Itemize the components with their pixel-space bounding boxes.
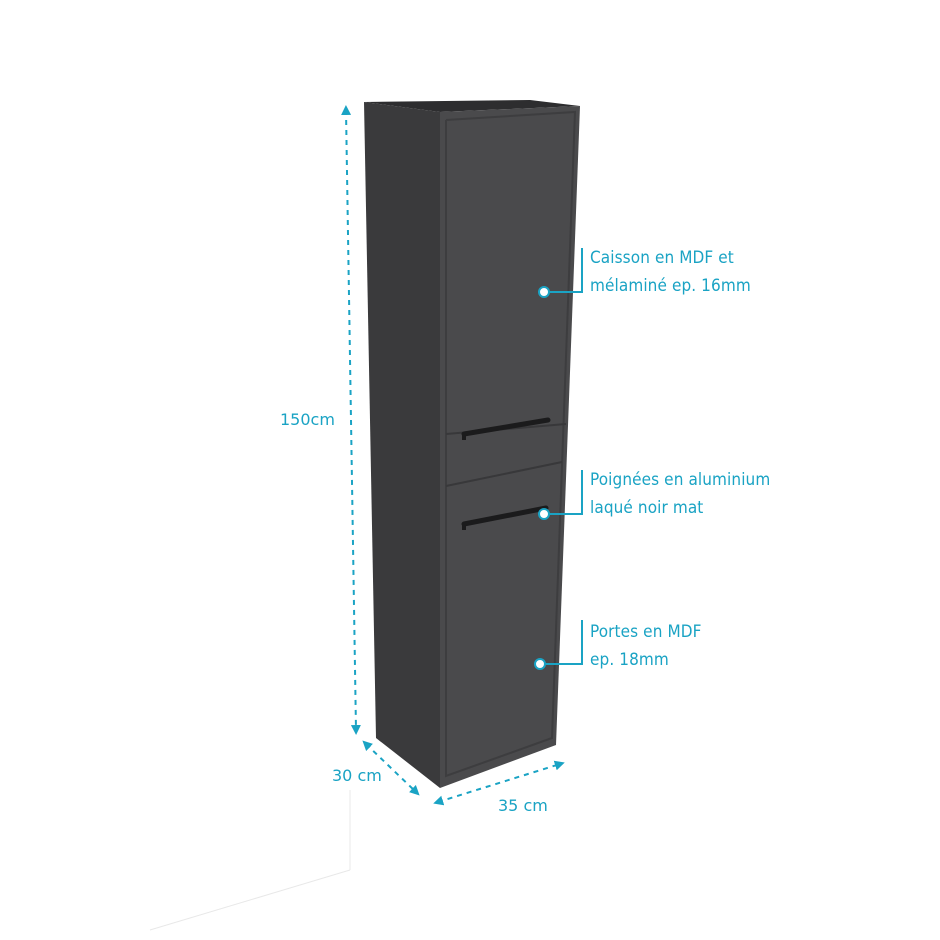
annotation-poignees-line-2: laqué noir mat xyxy=(590,498,704,518)
annotation-leader-poignees xyxy=(538,470,583,520)
depth-dimension-arrow xyxy=(362,740,420,796)
annotation-portes: Portes en MDF ep. 18mm xyxy=(590,618,702,674)
annotation-caisson-line-2: mélaminé ep. 16mm xyxy=(590,276,751,296)
front-frame xyxy=(445,110,577,778)
height-dimension-arrow xyxy=(341,105,361,735)
annotation-leader-caisson xyxy=(538,248,583,298)
width-dimension-arrow xyxy=(433,760,565,806)
cabinet-top xyxy=(364,100,580,112)
annotation-caisson: Caisson en MDF et mélaminé ep. 16mm xyxy=(590,244,751,300)
annotation-poignees: Poignées en aluminium laqué noir mat xyxy=(590,466,770,522)
annotation-caisson-line-1: Caisson en MDF et xyxy=(590,248,734,268)
floor-guides xyxy=(149,790,351,931)
annotation-portes-line-2: ep. 18mm xyxy=(590,650,669,670)
cabinet-front xyxy=(440,106,580,788)
lower-handle xyxy=(461,505,549,530)
annotation-portes-line-1: Portes en MDF xyxy=(590,622,702,642)
annotation-poignees-line-1: Poignées en aluminium xyxy=(590,470,771,490)
width-label: 35 cm xyxy=(498,796,548,815)
annotation-leader-portes xyxy=(534,620,583,670)
upper-handle xyxy=(461,417,551,440)
height-label: 150cm xyxy=(280,410,335,429)
drawer-divider xyxy=(445,461,563,487)
depth-label: 30 cm xyxy=(332,766,382,785)
cabinet-side-panel xyxy=(364,102,440,788)
cabinet xyxy=(364,100,580,788)
